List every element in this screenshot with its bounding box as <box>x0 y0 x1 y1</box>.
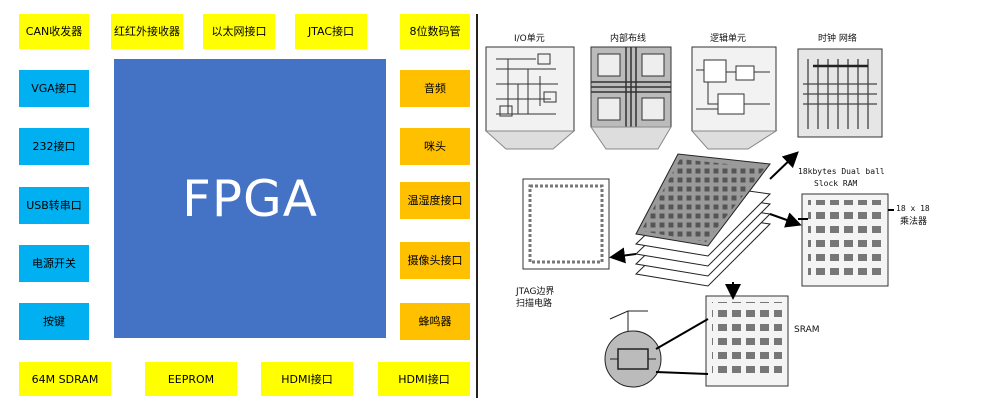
label-routing: 内部布线 <box>610 32 646 44</box>
clock-network-zoom: 时钟 网络 <box>797 32 883 138</box>
box-rs232: 232接口 <box>19 128 89 165</box>
box-vga: VGA接口 <box>19 70 89 107</box>
io-unit-zoom: I/O单元 <box>484 32 576 150</box>
label-jtag: JTAG边界 <box>515 286 554 297</box>
box-audio: 音频 <box>400 70 470 107</box>
box-power-switch: 电源开关 <box>19 245 89 282</box>
box-hdmi-2: HDMI接口 <box>378 362 470 396</box>
sram-block: SRAM <box>705 295 820 387</box>
box-hdmi-1: HDMI接口 <box>261 362 353 396</box>
sram-cell-detail <box>604 310 662 388</box>
chip-stack <box>634 153 772 287</box>
label-sram: SRAM <box>794 325 820 335</box>
box-usb-serial: USB转串口 <box>19 187 89 224</box>
box-mic: 咪头 <box>400 128 470 165</box>
box-can-transceiver: CAN收发器 <box>19 14 89 49</box>
label-io-unit: I/O单元 <box>514 32 545 44</box>
jtag-block: JTAG边界 扫描电路 <box>515 178 610 309</box>
label-clock-network: 时钟 网络 <box>818 32 857 44</box>
label-mult: 18 x 18 <box>896 204 930 213</box>
label-bram: 18kbytes Dual ball <box>798 167 885 176</box>
label-bram-2: Slock RAM <box>814 179 858 188</box>
connection-arrows <box>609 151 894 375</box>
label-logic-unit: 逻辑单元 <box>710 32 746 44</box>
box-keys: 按键 <box>19 303 89 340</box>
box-ir-receiver: 红红外接收器 <box>111 14 183 49</box>
box-7seg: 8位数码管 <box>400 14 470 49</box>
box-sdram: 64M SDRAM <box>19 362 111 396</box>
box-jtag: JTAC接口 <box>295 14 367 49</box>
box-ethernet: 以太网接口 <box>203 14 275 49</box>
fpga-architecture-figure: I/O单元 内部布线 逻辑单元 <box>476 14 942 398</box>
label-mult-2: 乘法器 <box>900 215 927 227</box>
fpga-core: FPGA <box>114 59 386 338</box>
box-buzzer: 蜂鸣器 <box>400 303 470 340</box>
architecture-svg: I/O单元 内部布线 逻辑单元 <box>484 32 930 388</box>
box-temp-humidity: 温湿度接口 <box>400 182 470 219</box>
logic-unit-zoom: 逻辑单元 <box>690 32 778 150</box>
routing-zoom: 内部布线 <box>590 32 672 150</box>
box-camera: 摄像头接口 <box>400 242 470 279</box>
label-jtag-2: 扫描电路 <box>516 297 552 309</box>
box-eeprom: EEPROM <box>145 362 237 396</box>
bram-block: 18kbytes Dual ball Slock RAM 18 x 18 乘法器 <box>798 167 930 287</box>
